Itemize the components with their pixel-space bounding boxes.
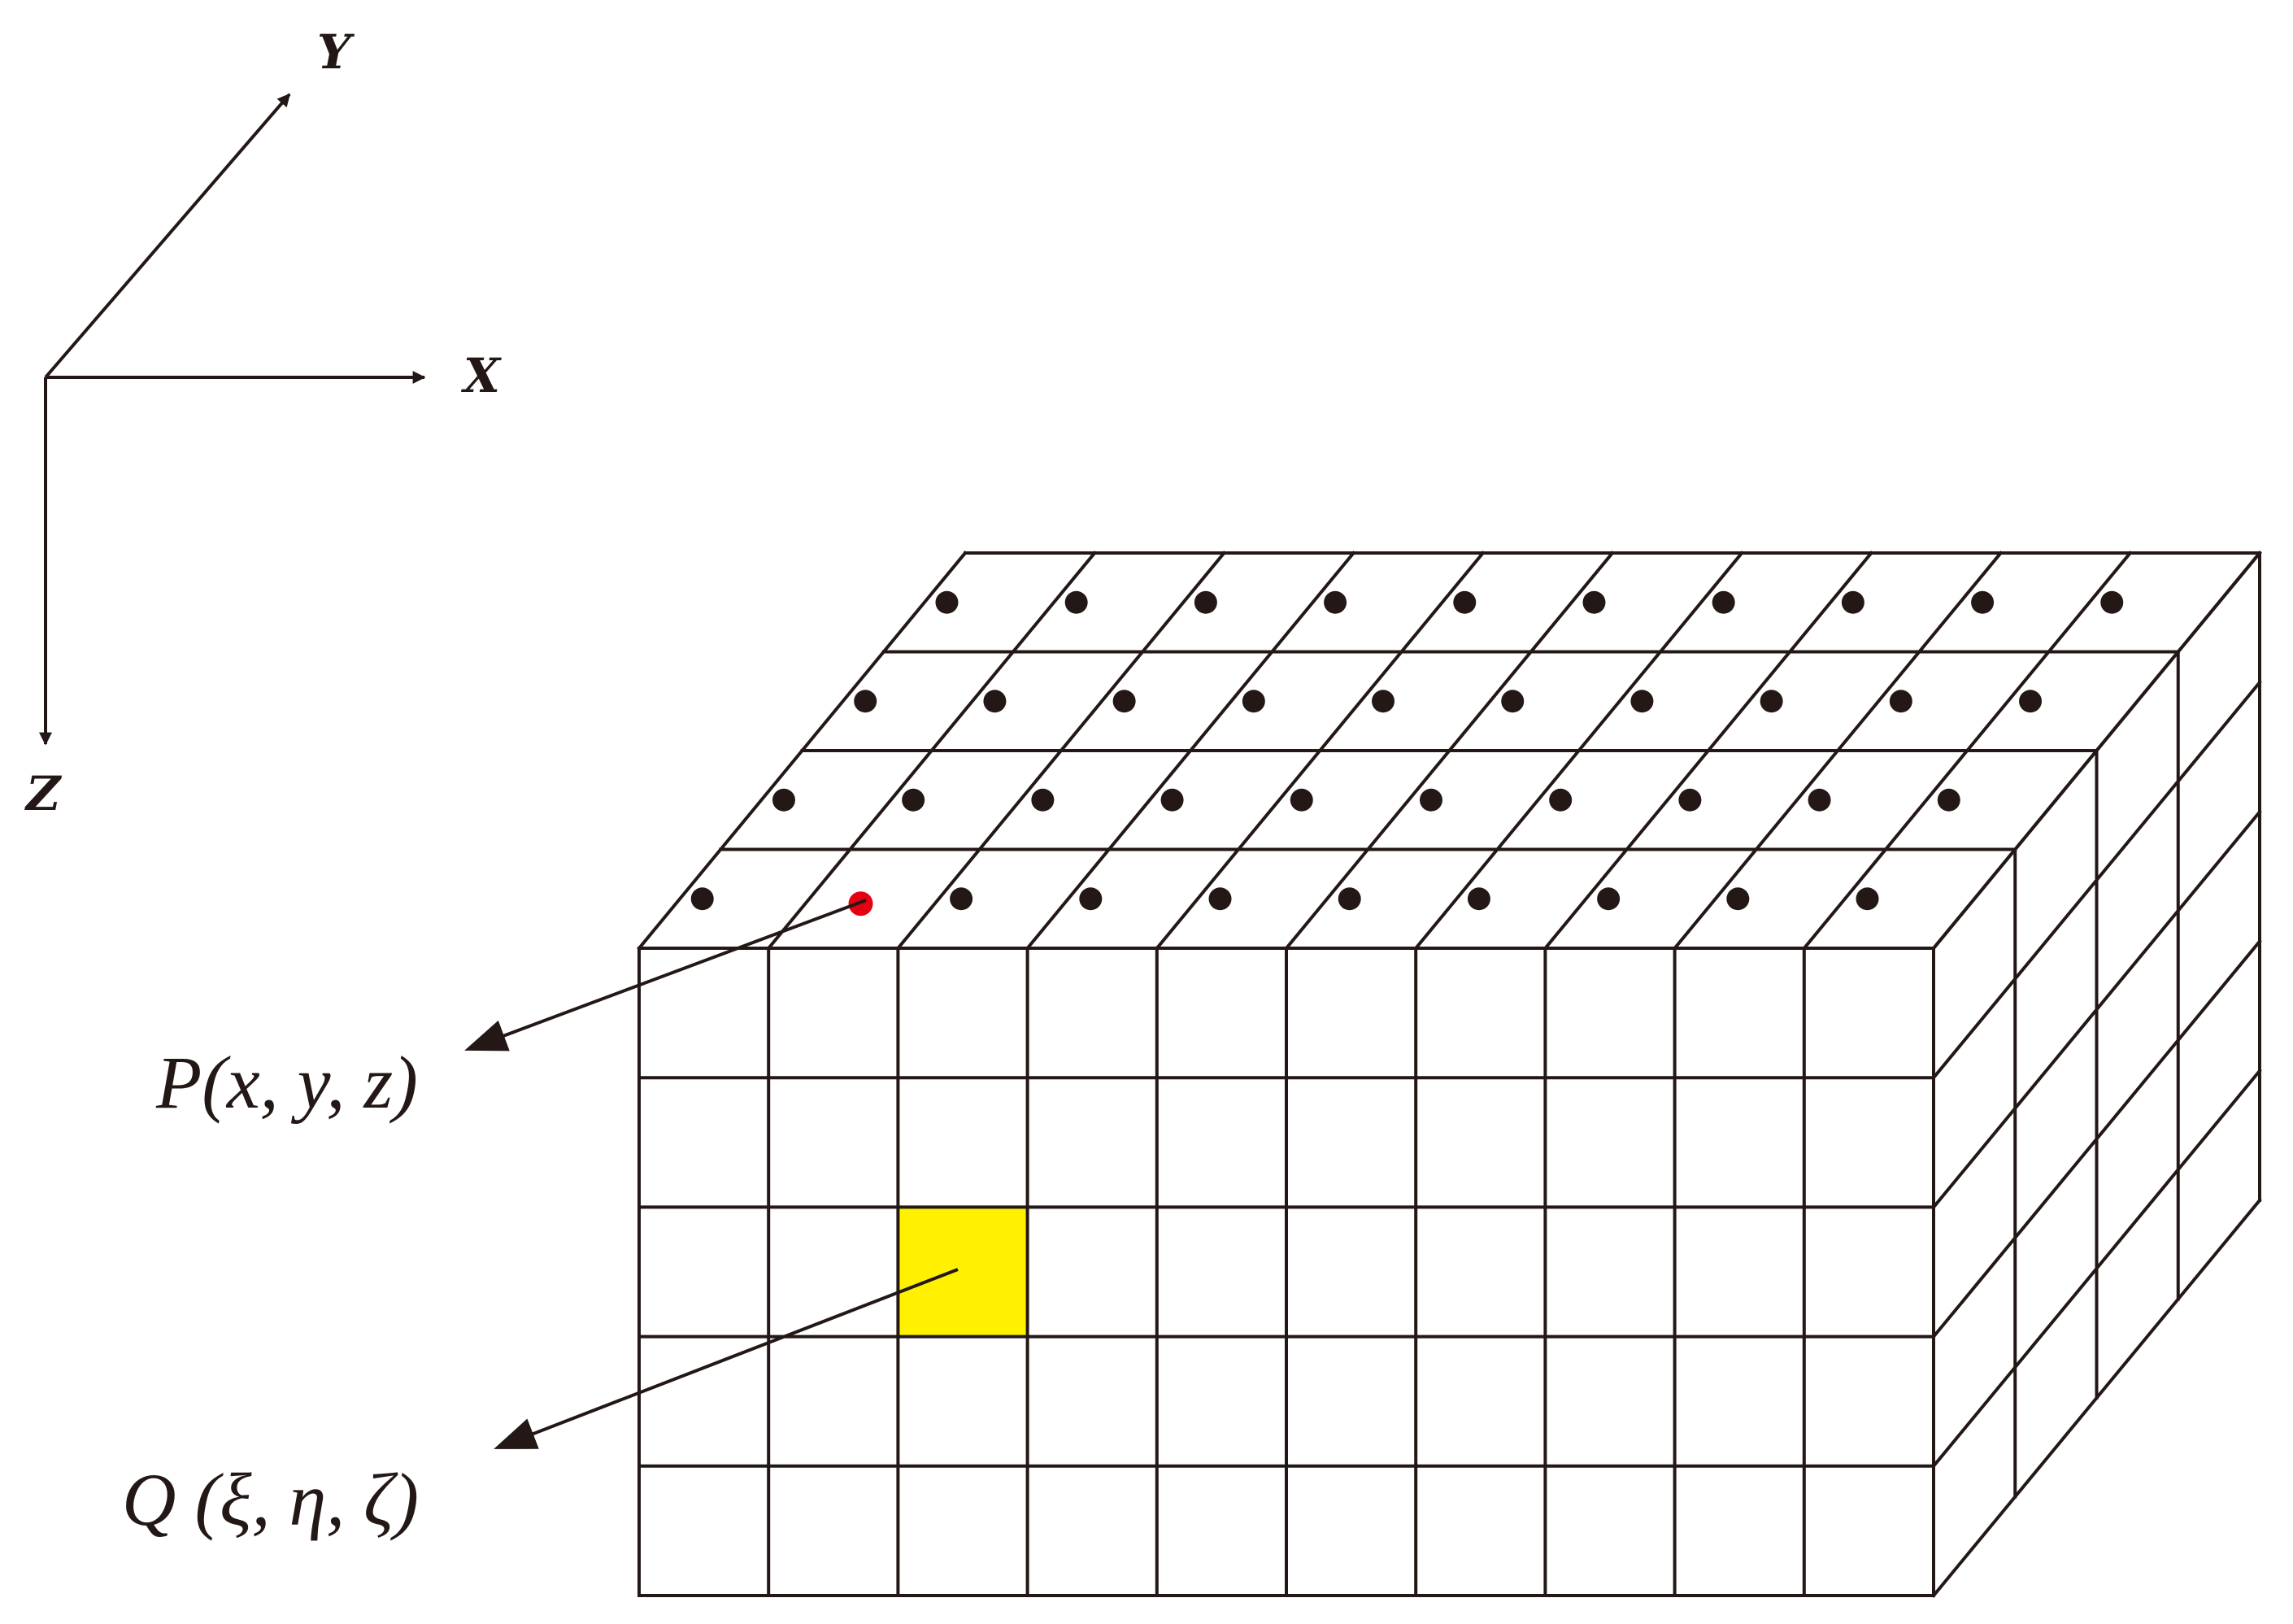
source-point: [935, 590, 959, 614]
source-point: [1841, 590, 1864, 614]
source-point: [983, 690, 1007, 713]
source-point: [1079, 887, 1103, 911]
grid-block: [637, 551, 2262, 1598]
source-point: [1726, 887, 1750, 911]
source-point: [1372, 690, 1395, 713]
p-pointer-arrow: [464, 899, 867, 1051]
source-point: [772, 788, 795, 812]
source-point: [1971, 590, 1995, 614]
source-point: [1501, 690, 1525, 713]
source-point: [2019, 690, 2043, 713]
source-point: [690, 887, 714, 911]
source-point: [1678, 788, 1702, 812]
source-point: [1582, 590, 1606, 614]
source-point: [1112, 690, 1136, 713]
source-point: [1324, 590, 1347, 614]
source-point: [1549, 788, 1573, 812]
source-point: [1712, 590, 1735, 614]
q-pointer-arrow: [494, 1268, 959, 1449]
source-point: [1597, 887, 1621, 911]
source-point: [1031, 788, 1055, 812]
source-point: [1630, 690, 1654, 713]
x-axis-label: X: [460, 348, 502, 403]
source-point: [1937, 788, 1960, 812]
highlighted-cell: [898, 1207, 1028, 1337]
source-point: [1338, 887, 1361, 911]
source-point: [1467, 887, 1490, 911]
source-point: [1808, 788, 1831, 812]
p-point-label: P(x, y, z): [155, 1041, 418, 1124]
source-point: [1194, 590, 1217, 614]
source-point: [1208, 887, 1232, 911]
y-axis: [44, 93, 291, 379]
source-point: [1856, 887, 1879, 911]
source-point: [1160, 788, 1184, 812]
source-point: [950, 887, 973, 911]
coordinate-axes: [39, 93, 426, 746]
source-point: [902, 788, 925, 812]
source-point: [1453, 590, 1477, 614]
source-point: [1064, 590, 1088, 614]
source-point: [1290, 788, 1313, 812]
source-point: [1242, 690, 1265, 713]
source-point: [854, 690, 877, 713]
source-point: [1760, 690, 1783, 713]
source-point: [1889, 690, 1912, 713]
y-axis-label: Y: [317, 24, 355, 80]
q-point-label: Q (ξ, η, ζ): [122, 1458, 419, 1541]
z-axis-label: Z: [24, 766, 63, 821]
source-point: [1419, 788, 1442, 812]
source-point: [2100, 590, 2124, 614]
